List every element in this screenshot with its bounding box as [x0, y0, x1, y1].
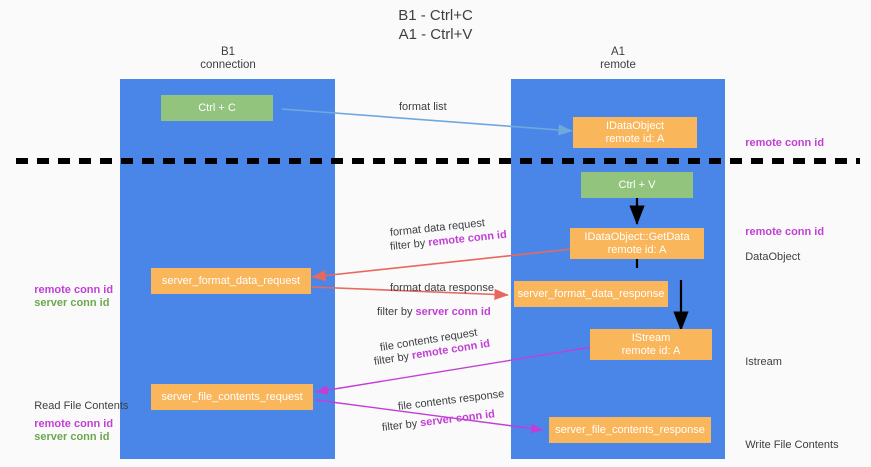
- edge-label-format-data-response: format data response: [390, 281, 494, 295]
- node-idataobject-line2: remote id: A: [605, 132, 665, 145]
- node-istream[interactable]: IStream remote id: A: [590, 329, 712, 360]
- annotation-text: Write File Contents: [745, 439, 839, 451]
- node-server-format-data-request-label: server_format_data_request: [161, 274, 301, 287]
- node-getdata-line2: remote id: A: [607, 243, 667, 256]
- filter-by-prefix: filter by: [377, 306, 416, 318]
- annotation-right-write-file-contents: Write File Contents: [733, 424, 839, 466]
- filter-by-prefix: filter by: [389, 237, 429, 253]
- annotation-left-remote-conn-id-bottom: remote conn id: [22, 403, 113, 445]
- lane-title-a1: A1 remote: [538, 46, 698, 72]
- filter-key-server-conn-id: server conn id: [419, 408, 496, 430]
- annotation-text: remote conn id: [745, 137, 825, 149]
- lane-title-a1-sub: remote: [600, 59, 636, 71]
- annotation-left-server-conn-id-mid: server conn id: [22, 282, 109, 324]
- annotation-text: server conn id: [34, 297, 110, 309]
- annotation-text: DataObject: [745, 251, 801, 263]
- node-istream-line1: IStream: [631, 331, 671, 344]
- edge-label-format-list: format list: [399, 100, 447, 114]
- annotation-right-remote-conn-id-mid: remote conn id: [733, 211, 824, 253]
- node-idataobject[interactable]: IDataObject remote id: A: [573, 117, 697, 148]
- annotation-text: server conn id: [34, 431, 110, 443]
- lane-title-b1-sub: connection: [200, 59, 256, 71]
- node-ctrl-c-label: Ctrl + C: [198, 101, 236, 114]
- annotation-right-dataobject: DataObject: [733, 236, 800, 278]
- node-ctrl-v[interactable]: Ctrl + V: [581, 172, 693, 198]
- lane-title-b1: B1 connection: [148, 46, 308, 72]
- lane-title-a1-name: A1: [610, 46, 626, 58]
- annotation-text: Read File Contents: [34, 400, 129, 412]
- node-server-file-contents-response[interactable]: server_file_contents_response: [549, 417, 711, 443]
- annotation-text: remote conn id: [34, 418, 114, 430]
- filter-by-prefix: filter by: [373, 350, 413, 368]
- node-server-format-data-request[interactable]: server_format_data_request: [151, 268, 311, 294]
- filter-by-prefix: filter by: [381, 417, 421, 434]
- node-getdata-line1: IDataObject::GetData: [584, 230, 690, 243]
- node-ctrl-c[interactable]: Ctrl + C: [161, 95, 273, 121]
- lane-title-b1-name: B1: [220, 46, 236, 58]
- node-server-format-data-response-label: server_format_data_response: [517, 287, 665, 300]
- node-istream-line2: remote id: A: [621, 344, 681, 357]
- annotation-left-read-file-contents: Read File Contents: [22, 385, 128, 427]
- node-idataobject-getdata[interactable]: IDataObject::GetData remote id: A: [570, 228, 704, 259]
- edge-label-format-list-text: format list: [399, 101, 447, 113]
- annotation-right-istream: Istream: [733, 341, 782, 383]
- annotation-text: Istream: [745, 356, 782, 368]
- node-server-file-contents-request-label: server_file_contents_request: [161, 390, 303, 403]
- annotation-left-server-conn-id-bottom: server conn id: [22, 416, 109, 458]
- node-ctrl-v-label: Ctrl + V: [618, 178, 656, 191]
- annotation-text: remote conn id: [34, 284, 114, 296]
- annotation-right-remote-conn-id-top: remote conn id: [733, 122, 824, 164]
- node-idataobject-line1: IDataObject: [605, 119, 665, 132]
- node-server-format-data-response[interactable]: server_format_data_response: [514, 281, 668, 307]
- node-server-file-contents-response-label: server_file_contents_response: [555, 423, 705, 436]
- annotation-left-remote-conn-id-mid: remote conn id: [22, 269, 113, 311]
- annotation-text: remote conn id: [745, 226, 825, 238]
- filter-key-server-conn-id: server conn id: [415, 306, 491, 318]
- edge-label-format-data-response-text: format data response: [390, 282, 494, 294]
- diagram-title: B1 - Ctrl+C A1 - Ctrl+V: [398, 7, 473, 43]
- node-server-file-contents-request[interactable]: server_file_contents_request: [151, 384, 313, 410]
- edge-label-format-data-response-filter: filter by server conn id: [377, 305, 491, 319]
